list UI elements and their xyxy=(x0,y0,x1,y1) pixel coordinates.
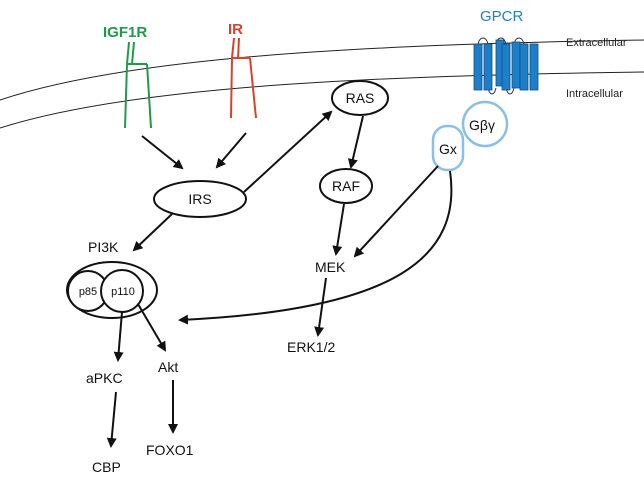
cbp-label: CBP xyxy=(92,459,121,475)
gpcr-receptor xyxy=(473,37,539,95)
arrow-apkc-cbp xyxy=(106,391,117,448)
irs-node xyxy=(153,180,247,218)
arrow-gx-pi3k xyxy=(178,170,453,325)
g-protein-complex xyxy=(431,100,509,172)
gpcr-label: GPCR xyxy=(480,8,524,25)
apkc-label: aPKC xyxy=(86,370,123,386)
gbg-node xyxy=(461,100,509,148)
cell-membrane xyxy=(0,39,644,129)
pi3k-label: PI3K xyxy=(88,239,119,255)
membrane-outer-line xyxy=(0,39,644,101)
ras-label: RAS xyxy=(346,90,375,106)
gx-node xyxy=(431,124,465,172)
irs-label: IRS xyxy=(188,191,211,207)
p110-label: p110 xyxy=(111,286,135,298)
mek-label: MEK xyxy=(315,259,346,275)
arrow-raf-mek xyxy=(332,203,345,256)
igf1r-label: IGF1R xyxy=(103,24,147,41)
igf1r-receptor xyxy=(124,41,152,129)
erk-label: ERK1/2 xyxy=(287,339,335,355)
raf-node xyxy=(319,168,373,204)
p85-label: p85 xyxy=(79,286,97,298)
arrow-p110-apkc xyxy=(113,311,124,362)
akt-label: Akt xyxy=(158,359,178,375)
foxo1-label: FOXO1 xyxy=(146,442,194,458)
extracellular-label: Extracellular xyxy=(566,37,627,49)
gx-label: Gx xyxy=(439,141,457,157)
ir-label: IR xyxy=(228,21,243,38)
arrow-irs-pi3k xyxy=(132,213,173,252)
arrow-ras-raf xyxy=(347,115,364,169)
ras-node xyxy=(331,80,389,116)
ir-receptor xyxy=(230,37,257,119)
arrow-irs-ras xyxy=(243,110,333,193)
gbg-label: Gβγ xyxy=(469,117,495,133)
raf-label: RAF xyxy=(332,178,360,194)
arrow-p110-akt xyxy=(137,303,167,352)
arrow-gx-mek xyxy=(353,165,439,258)
arrows xyxy=(106,110,453,448)
intracellular-label: Intracellular xyxy=(566,88,623,100)
arrow-mek-erk xyxy=(314,277,327,337)
arrow-igf1r-irs xyxy=(141,135,184,170)
arrow-ir-irs xyxy=(215,132,247,169)
